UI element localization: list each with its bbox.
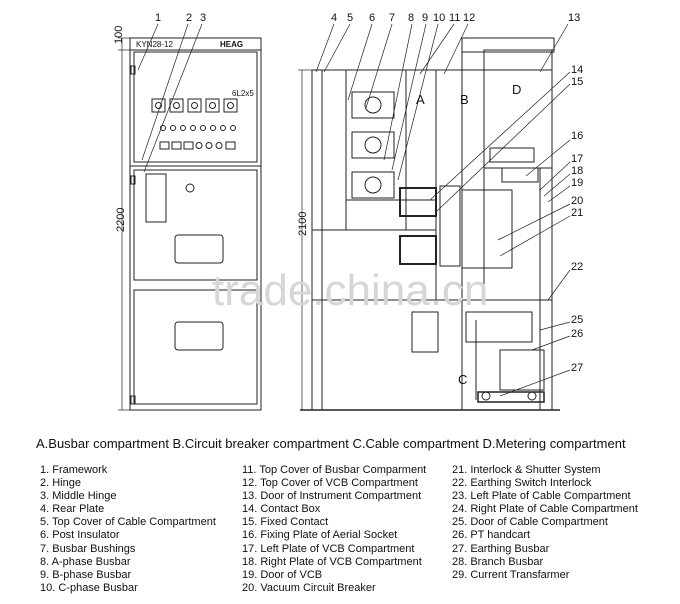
legend-item: 9. B-phase Busbar [40,568,132,581]
legend-item: 6. Post Insulator [40,529,120,542]
legend-item: 15. Fixed Contact [242,516,329,529]
panel-brand-label: HEAG [220,40,243,49]
vacuum-circuit-breaker [399,147,539,269]
callout-1: 1 [155,12,161,24]
legend-item: 11. Top Cover of Busbar Comparment [242,464,427,476]
callout-4: 4 [331,12,337,24]
panel-model-label: KYN28-12 [136,40,173,49]
legend-item: 19. Door of VCB [242,568,323,581]
callout-21: 21 [571,207,583,219]
zone-b-label: B [460,92,469,107]
legend-item: 23. Left Plate of Cable Compartment [452,490,631,503]
callout-18: 18 [571,165,583,177]
callout-6: 6 [369,12,375,24]
legend-item: 24. Right Plate of Cable Compartment [452,503,638,516]
legend-item: 3. Middle Hinge [40,490,117,503]
legend-item: 1. Framework [40,464,108,476]
callout-22: 22 [571,261,583,273]
callout-17: 17 [571,153,583,165]
side-view [298,23,571,411]
compartment-key: A.Busbar compartment B.Circuit breaker c… [36,436,626,451]
dim-front-height-label: 2200 [115,208,127,232]
dim-width-label: 100 [113,26,125,44]
legend-item: 12. Top Cover of VCB Compartment [242,477,418,490]
zone-d-label: D [512,82,521,97]
callout-26: 26 [571,328,583,340]
callout-numbers: 1 2 3 4 5 6 7 8 9 10 11 12 13 14 15 16 1… [155,12,583,374]
front-panel-outline [129,37,262,411]
legend-item: 2. Hinge [40,477,81,490]
legend-item: 26. PT handcart [452,529,531,542]
legend-item: 29. Current Transfarmer [452,568,570,581]
meter-spec-label: 6L2x5 [232,89,254,98]
cable-compartment-internals [411,311,545,403]
callout-10: 10 [433,12,445,24]
callout-14: 14 [571,64,583,76]
callout-11: 11 [449,12,460,24]
legend-item: 20. Vacuum Circuit Breaker [242,581,376,594]
callout-3: 3 [200,12,206,24]
callout-2: 2 [186,12,192,24]
callout-13: 13 [568,12,580,24]
meter-row [151,98,238,113]
callout-20: 20 [571,195,583,207]
front-view [118,23,262,411]
legend-item: 8. A-phase Busbar [40,555,131,568]
legend-item: 16. Fixing Plate of Aerial Socket [242,529,398,542]
callout-15: 15 [571,76,583,88]
callout-8: 8 [408,12,414,24]
legend-item: 25. Door of Cable Compartment [452,516,608,529]
callout-19: 19 [571,177,583,189]
legend-item: 7. Busbar Bushings [40,542,136,555]
instrument-door [133,51,258,163]
switch-row [159,141,236,150]
callout-5: 5 [347,12,353,24]
legend-item: 4. Rear Plate [40,503,105,516]
cable-door [133,289,258,405]
callout-9: 9 [422,12,428,24]
dim-side-height-label: 2100 [297,212,309,236]
legend-item: 22. Earthing Switch Interlock [452,477,592,490]
callout-25: 25 [571,314,583,326]
legend-item: 10. C-phase Busbar [40,581,138,594]
cable-viewport [174,321,224,351]
watermark: trade.china.cn [212,266,488,315]
zone-a-label: A [416,92,425,107]
indicator-row [160,125,236,131]
legend-item: 18. Right Plate of VCB Compartment [242,555,422,568]
instrument-box [483,49,553,169]
legend-item: 21. Interlock & Shutter System [452,464,601,476]
legend-item: 28. Branch Busbar [452,555,544,568]
vcb-viewport [174,234,224,264]
zone-c-label: C [458,372,467,387]
callout-7: 7 [389,12,395,24]
legend-item: 27. Earthing Busbar [452,542,550,555]
vcb-door [133,169,258,281]
callout-16: 16 [571,130,583,142]
callout-12: 12 [463,12,475,24]
legend-item: 17. Left Plate of VCB Compartment [242,542,415,555]
legend-item: 5. Top Cover of Cable Compartment [40,516,216,529]
switchgear-diagram: KYN28-12 HEAG 6L2x5 100 2200 [113,12,583,411]
busbar-bushings [351,91,395,199]
legend-item: 14. Contact Box [242,503,321,516]
legend-item: 13. Door of Instrument Compartment [242,490,422,503]
vcb-window [145,173,167,223]
callout-27: 27 [571,362,583,374]
